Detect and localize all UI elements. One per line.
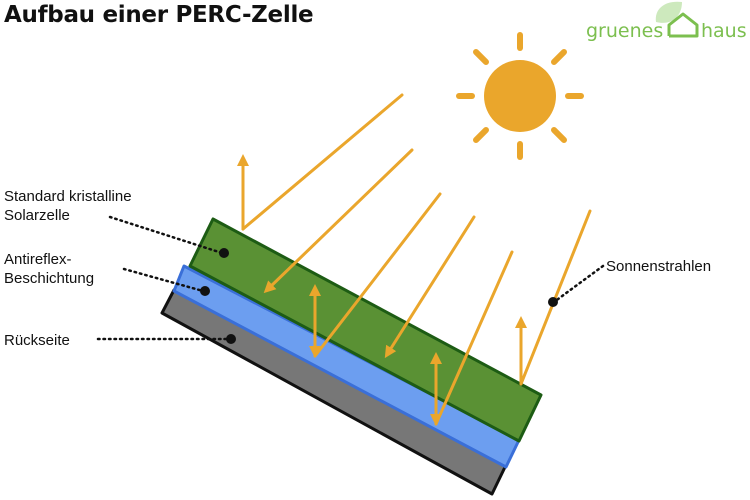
leaf-icon — [655, 1, 699, 38]
logo-text-haus: haus — [701, 20, 747, 42]
label-antireflex: Antireflex- Beschichtung — [4, 250, 94, 288]
leader-dots — [200, 248, 558, 344]
leader-antireflex — [122, 267, 205, 293]
label-antireflex-line2: Beschichtung — [4, 270, 95, 287]
sun-ray-3 — [313, 192, 442, 358]
sun-rays — [237, 93, 592, 426]
page-title: Aufbau einer PERC-Zelle — [4, 2, 314, 28]
sun-ray-5 — [434, 250, 514, 426]
dot-antireflex — [200, 286, 210, 296]
sun-ray-6 — [519, 209, 592, 386]
dot-solar-cell — [219, 248, 229, 258]
brand-logo: gruenes haus — [584, 0, 750, 48]
label-antireflex-line1: Antireflex- — [4, 251, 72, 268]
sun-ray-2 — [263, 148, 414, 294]
label-backside: Rückseite — [4, 332, 70, 349]
leader-sunrays — [552, 264, 605, 304]
house-icon — [667, 12, 699, 38]
label-solar-cell-line1: Standard kristalline — [4, 188, 132, 205]
label-solar-cell: Standard kristalline Solarzelle — [4, 187, 132, 225]
label-sunrays: Sonnenstrahlen — [606, 258, 712, 275]
sun-ray-1 — [241, 93, 404, 231]
dot-backside — [226, 334, 236, 344]
sun-icon — [456, 32, 584, 160]
leader-solar-cell — [108, 215, 224, 255]
dot-sunrays — [548, 297, 558, 307]
leader-lines — [96, 215, 605, 341]
logo-text-gruenes: gruenes — [586, 20, 664, 42]
sun-ray-4 — [384, 215, 476, 359]
label-solar-cell-line2: Solarzelle — [4, 207, 70, 224]
